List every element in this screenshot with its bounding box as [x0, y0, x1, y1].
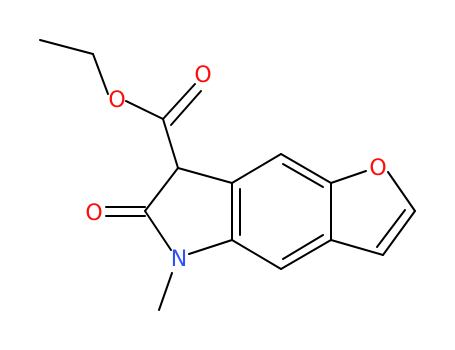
bond-n5-c4a — [188, 239, 233, 255]
furan-oxygen-label: O — [369, 156, 386, 181]
bond-carbonyl-double-a — [162, 83, 196, 120]
bond-c3-c3a — [330, 239, 384, 256]
bond-c7a-c8 — [231, 153, 282, 184]
bond-c6-n5 — [144, 210, 172, 251]
lactam-oxygen-label: O — [85, 201, 102, 226]
bond-benzene-inner-1 — [282, 163, 324, 188]
ester-oxygen-single-label: O — [108, 88, 125, 113]
bond-c4-c4a — [231, 239, 282, 270]
bond-c8a-o1 — [330, 170, 367, 184]
bond-c7-c7a — [177, 167, 233, 184]
bond-c7-c6 — [144, 167, 179, 212]
bond-c2-c3-b — [376, 209, 406, 248]
bond-o1-c2 — [387, 171, 416, 212]
bond-c2-c3-a — [382, 210, 416, 256]
bond-n-methyl — [158, 272, 173, 311]
bond-carbonyl-double-b — [170, 90, 202, 126]
bond-benzene-inner-2 — [282, 234, 324, 260]
bond-c3a-c4 — [280, 239, 332, 270]
lactam-nitrogen-label: N — [171, 247, 187, 272]
bond-o-ester-carbonyl — [125, 100, 164, 120]
bond-carbonyl-c7 — [162, 118, 179, 169]
bond-c8-c8a — [280, 153, 332, 184]
bond-ch3-ch2 — [39, 39, 94, 55]
ester-oxygen-double-label: O — [194, 63, 211, 88]
bond-ch2-o-ester — [92, 53, 109, 95]
